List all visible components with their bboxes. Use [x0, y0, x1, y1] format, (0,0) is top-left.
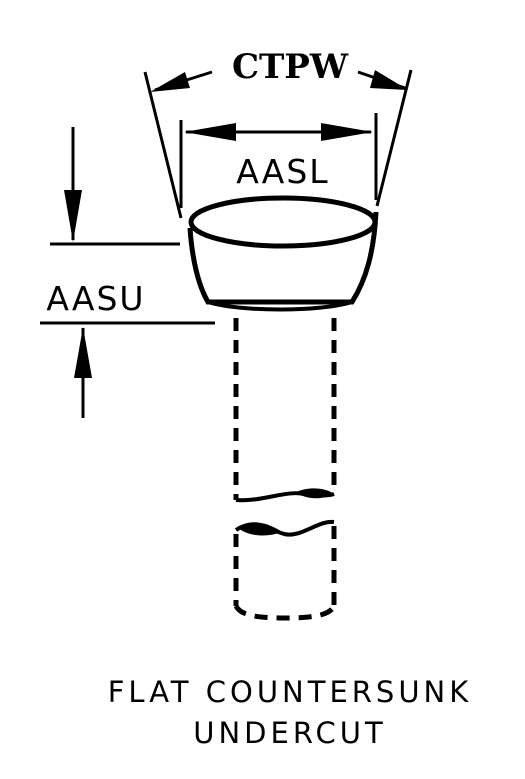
shank-end-outline	[233, 604, 337, 621]
fastener-shank	[233, 318, 337, 503]
aasl-label: AASL	[236, 152, 329, 191]
head-body-outline	[187, 211, 379, 305]
ctpw-label: CTPW	[232, 47, 349, 87]
ctpw-right-extension-line	[375, 69, 413, 207]
aasl-dimension: AASL	[179, 113, 378, 208]
head-top-face	[188, 195, 378, 249]
head-base-curve	[207, 300, 353, 312]
aasu-lower-arrowhead	[74, 327, 92, 378]
fastener-shank-lower	[233, 519, 337, 621]
ctpw-dimension: CTPW	[143, 47, 413, 219]
ctpw-left-arrowhead	[150, 72, 190, 92]
aasl-left-arrowhead	[184, 123, 236, 141]
shank-lower-break-fill	[238, 522, 282, 536]
caption-line-1: FLAT COUNTERSUNK	[108, 675, 473, 709]
aasu-label: AASU	[46, 279, 145, 318]
fastener-head	[187, 195, 379, 312]
aasl-right-arrowhead	[321, 123, 373, 141]
shank-upper-break-fill	[296, 488, 334, 499]
ctpw-right-arrowhead	[370, 70, 408, 90]
aasu-upper-arrowhead	[64, 190, 82, 242]
aasu-dimension: AASU	[40, 127, 215, 418]
diagram-caption: FLAT COUNTERSUNK UNDERCUT	[108, 675, 473, 750]
caption-line-2: UNDERCUT	[193, 716, 386, 750]
ctpw-left-extension-line	[143, 71, 183, 219]
